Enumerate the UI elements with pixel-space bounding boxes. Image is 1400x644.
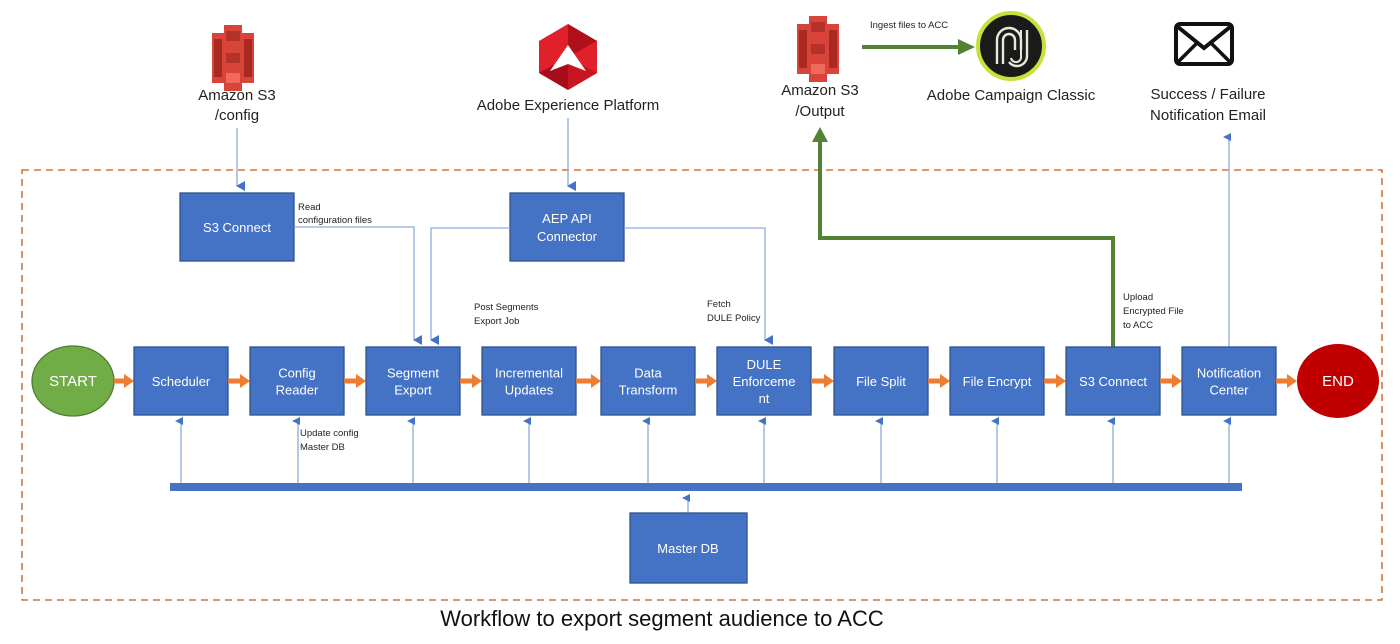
upload-label-1: Upload xyxy=(1123,292,1153,303)
step-dule-enforcement[interactable]: DULE Enforceme nt xyxy=(716,346,812,416)
step-label: S3 Connect xyxy=(1079,374,1147,389)
step-box xyxy=(481,346,577,416)
upload-label-3: to ACC xyxy=(1123,320,1153,331)
flow-arrow-dule-enforcement xyxy=(811,374,834,388)
s3-output-label-2: /Output xyxy=(795,103,845,120)
envelope-icon xyxy=(1174,22,1234,66)
aep-connector-label-1: AEP API xyxy=(542,211,592,226)
update-config-label-1: Update config xyxy=(300,428,359,439)
end-node: END xyxy=(1297,344,1379,418)
flow-arrow-config-reader xyxy=(344,374,366,388)
flow-arrow-end xyxy=(1276,374,1297,388)
step-label: Config xyxy=(278,366,316,381)
step-label: Data xyxy=(634,366,662,381)
step-label: Reader xyxy=(276,383,319,398)
step-box xyxy=(1181,346,1277,416)
step-label: Notification xyxy=(1197,366,1261,381)
step-box xyxy=(133,346,229,416)
flow-arrow-incremental-updates xyxy=(576,374,601,388)
post-segments-line xyxy=(430,227,510,345)
amazon-s3-output: Amazon S3 /Output xyxy=(781,16,859,120)
adobe-experience-platform: Adobe Experience Platform xyxy=(477,24,660,114)
read-config-label-1: Read xyxy=(298,202,321,213)
amazon-s3-icon xyxy=(797,16,839,82)
fetch-dule-label-2: DULE Policy xyxy=(707,313,761,324)
email-label-1: Success / Failure xyxy=(1150,86,1265,103)
s3-connect-config-box[interactable]: S3 Connect xyxy=(179,192,295,262)
email-label-2: Notification Email xyxy=(1150,107,1266,124)
amazon-s3-config: Amazon S3 /config xyxy=(198,25,276,124)
step-box xyxy=(1065,346,1161,416)
read-config-label-2: configuration files xyxy=(298,215,372,226)
step-label: File Encrypt xyxy=(963,374,1032,389)
step-file-split[interactable]: File Split xyxy=(833,346,929,416)
aep-connector-label-2: Connector xyxy=(537,229,598,244)
update-config-label-2: Master DB xyxy=(300,442,345,453)
step-label: File Split xyxy=(856,374,906,389)
s3-output-label-1: Amazon S3 xyxy=(781,82,859,99)
s3-connect-config-label: S3 Connect xyxy=(203,220,271,235)
ingest-arrow xyxy=(862,39,975,55)
s3-config-label-2: /config xyxy=(215,107,259,124)
flow-arrow-s3-connect xyxy=(1160,374,1182,388)
step-file-encrypt[interactable]: File Encrypt xyxy=(949,346,1045,416)
step-box xyxy=(949,346,1045,416)
adobe-campaign-classic-icon xyxy=(976,11,1046,81)
start-node: START xyxy=(31,345,115,417)
step-label: Enforceme xyxy=(733,374,796,389)
post-segments-label-1: Post Segments xyxy=(474,302,539,313)
step-box xyxy=(600,346,696,416)
flow-arrow-file-encrypt xyxy=(1044,374,1066,388)
step-box xyxy=(365,346,461,416)
fetch-dule-line xyxy=(624,227,773,345)
adobe-experience-platform-icon xyxy=(539,24,597,90)
end-label: END xyxy=(1322,373,1354,390)
step-label: DULE xyxy=(747,357,782,372)
amazon-s3-icon xyxy=(212,25,254,91)
step-scheduler[interactable]: Scheduler xyxy=(133,346,229,416)
upload-label-2: Encrypted File xyxy=(1123,306,1184,317)
fetch-dule-label-1: Fetch xyxy=(707,299,731,310)
step-label: Transform xyxy=(619,383,678,398)
s3-config-label-1: Amazon S3 xyxy=(198,87,276,104)
step-box xyxy=(716,346,812,416)
start-label: START xyxy=(49,373,97,390)
ingest-label: Ingest files to ACC xyxy=(870,20,948,31)
step-box xyxy=(833,346,929,416)
step-label: nt xyxy=(759,391,770,406)
flow-arrow-segment-export xyxy=(460,374,482,388)
upload-to-s3-output-arrow xyxy=(812,127,1115,351)
master-db-bus xyxy=(170,483,1242,491)
flow-arrow-scheduler xyxy=(228,374,250,388)
system-boundary xyxy=(21,169,1383,601)
step-label: Segment xyxy=(387,366,439,381)
acc-label: Adobe Campaign Classic xyxy=(927,87,1096,104)
step-label: Export xyxy=(394,383,432,398)
master-db-label: Master DB xyxy=(657,541,718,556)
step-s3-connect[interactable]: S3 Connect xyxy=(1065,346,1161,416)
step-label: Updates xyxy=(505,383,554,398)
step-label: Incremental xyxy=(495,366,563,381)
aep-api-connector-box[interactable]: AEP API Connector xyxy=(509,192,625,262)
flow-arrow-file-split xyxy=(928,374,950,388)
step-label: Scheduler xyxy=(152,374,211,389)
notification-email: Success / Failure Notification Email xyxy=(1150,22,1266,124)
diagram-caption: Workflow to export segment audience to A… xyxy=(440,606,884,631)
flow-arrow-start xyxy=(114,374,134,388)
read-config-line xyxy=(294,226,422,345)
step-box xyxy=(249,346,345,416)
flow-arrow-data-transform xyxy=(695,374,717,388)
adobe-campaign-classic: Adobe Campaign Classic xyxy=(927,11,1096,104)
aep-label: Adobe Experience Platform xyxy=(477,97,660,114)
step-label: Center xyxy=(1209,383,1249,398)
post-segments-label-2: Export Job xyxy=(474,316,519,327)
master-db-box[interactable]: Master DB xyxy=(629,512,748,584)
